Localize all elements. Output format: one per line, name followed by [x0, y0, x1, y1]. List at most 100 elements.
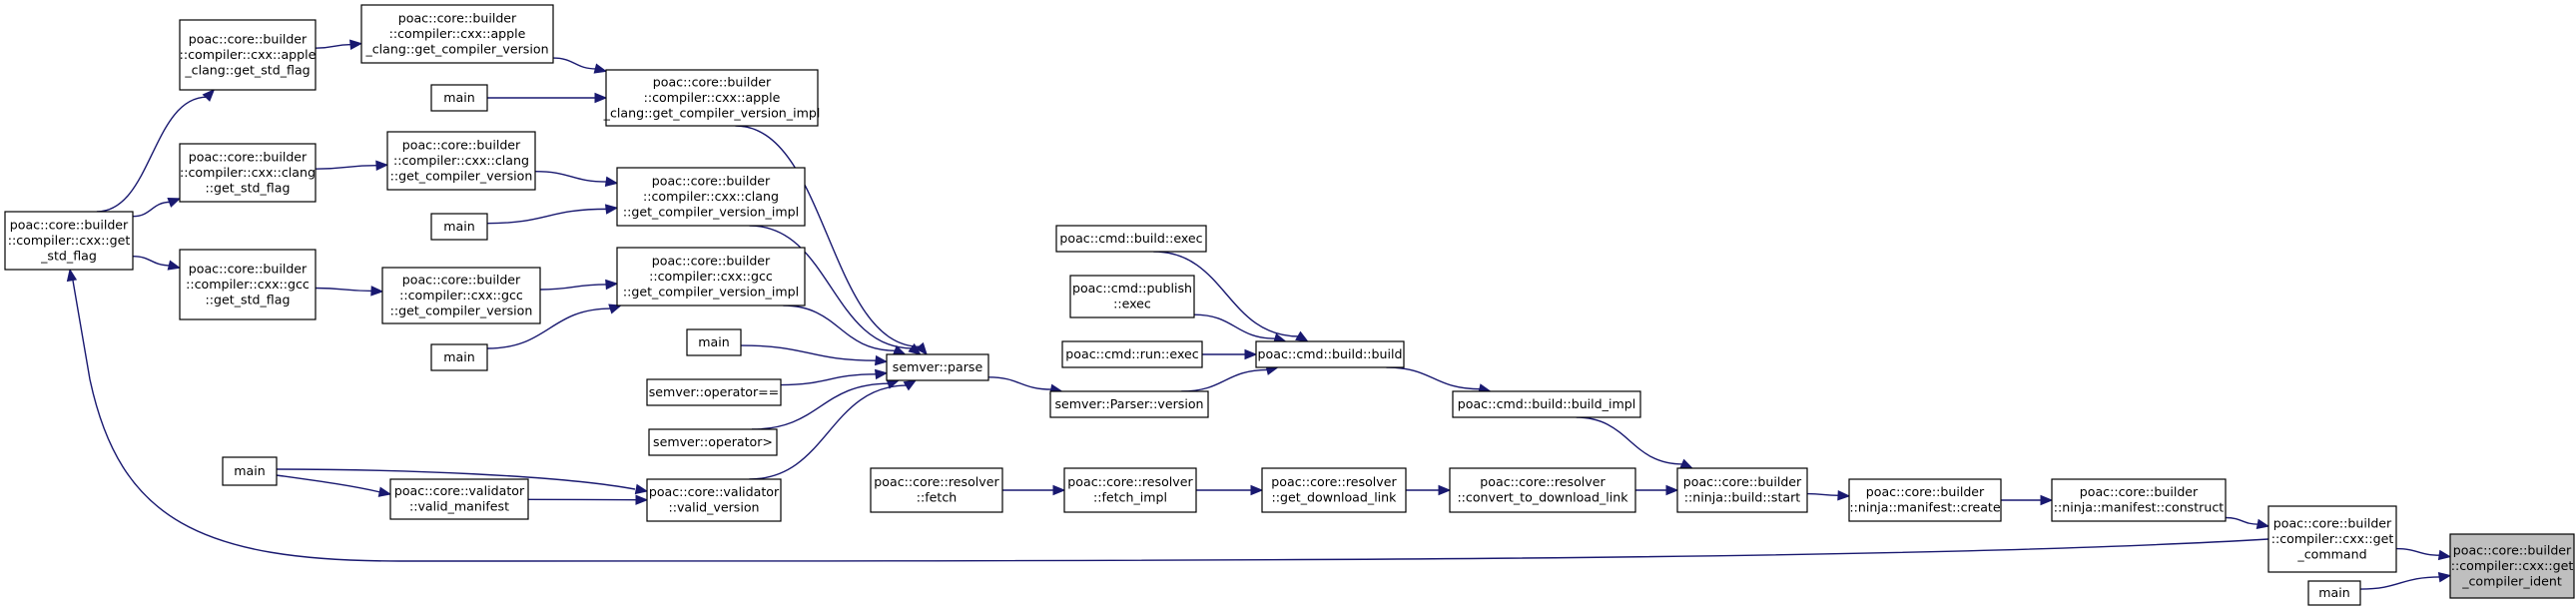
node-label-line: poac::core::builder: [2453, 542, 2572, 557]
node-label-line: ::ninja::manifest::create: [1849, 500, 2001, 515]
node-label-line: poac::core::validator: [649, 484, 780, 499]
node-label-line: poac::core::builder: [189, 149, 308, 164]
node-label-line: poac::core::builder: [402, 272, 521, 287]
node-label-line: ::exec: [1113, 297, 1151, 311]
edge-gcc_get_std_flag-to-gcc_get_compiler_version: [315, 286, 384, 297]
node-label-line: ::get_download_link: [1272, 490, 1398, 505]
edge-publish_exec-to-build_build: [1193, 313, 1287, 343]
node-main6[interactable]: main: [2307, 580, 2361, 606]
node-box: [2307, 580, 2361, 606]
node-label-line: poac::core::builder: [2080, 484, 2199, 499]
edge-gcc_get_compiler_version-to-gcc_impl: [539, 279, 619, 291]
node-label-line: poac::cmd::build::build: [1258, 346, 1403, 361]
node-label-line: ::compiler::cxx::clang: [393, 153, 529, 168]
node-label-line: ::compiler::cxx::apple: [180, 47, 317, 62]
node-get-download-link[interactable]: poac::core::resolver::get_download_link: [1261, 467, 1407, 513]
node-convert-to-download-link[interactable]: poac::core::resolver::convert_to_downloa…: [1449, 467, 1636, 513]
node-publish-exec[interactable]: poac::cmd::publish::exec: [1069, 275, 1195, 318]
node-label-line: ::compiler::cxx::get: [2451, 558, 2574, 573]
node-box: [605, 69, 819, 127]
node-box: [1061, 340, 1203, 368]
node-label-line: _compiler_ident: [2461, 573, 2562, 588]
node-label-line: poac::core::builder: [652, 253, 771, 268]
node-main3[interactable]: main: [430, 343, 488, 371]
node-manifest-create[interactable]: poac::core::builder::ninja::manifest::cr…: [1848, 478, 2002, 522]
edge-build_build-to-build_impl: [1386, 366, 1492, 394]
node-label-line: poac::cmd::run::exec: [1065, 346, 1198, 361]
node-box: [616, 247, 806, 307]
node-semver-eq[interactable]: semver::operator==: [646, 378, 782, 406]
node-box: [179, 143, 317, 203]
node-box: [1449, 467, 1636, 513]
edge-get_command-to-get_compiler_ident: [2395, 547, 2452, 561]
node-ninja-build-start[interactable]: poac::core::builder::ninja::build::start: [1676, 467, 1808, 513]
edge-clang_impl-to-semver_parse: [749, 225, 922, 355]
node-get-command[interactable]: poac::core::builder::compiler::cxx::get_…: [2267, 505, 2397, 573]
node-box: [1261, 467, 1407, 513]
node-box: [2267, 505, 2397, 573]
node-gcc-impl[interactable]: poac::core::builder::compiler::cxx::gcc:…: [616, 247, 806, 307]
node-semver-parse[interactable]: semver::parse: [886, 353, 989, 381]
node-gcc-get-std-flag[interactable]: poac::core::builder::compiler::cxx::gcc:…: [179, 249, 317, 320]
edge-manifest_create-to-manifest_construct: [2000, 494, 2054, 506]
node-label-line: poac::core::resolver: [1480, 474, 1606, 489]
node-main4[interactable]: main: [686, 328, 742, 356]
edge-apple_get_compiler_version-to-apple_impl: [552, 57, 608, 74]
node-manifest-construct[interactable]: poac::core::builder::ninja::manifest::co…: [2051, 478, 2227, 522]
edge-valid_manifest-to-valid_version: [527, 494, 649, 505]
node-box: [381, 267, 541, 324]
node-build-build[interactable]: poac::cmd::build::build: [1255, 340, 1405, 368]
node-label-line: poac::core::builder: [652, 173, 771, 188]
node-box: [886, 353, 989, 381]
edge-run_exec-to-build_build: [1202, 348, 1258, 360]
node-main1[interactable]: main: [430, 84, 488, 112]
node-valid-version[interactable]: poac::core::validator::valid_version: [646, 478, 782, 522]
node-main2[interactable]: main: [430, 213, 488, 241]
node-clang-get-std-flag[interactable]: poac::core::builder::compiler::cxx::clan…: [179, 143, 317, 203]
node-parser-version[interactable]: semver::Parser::version: [1049, 390, 1209, 418]
nodes-layer: poac::core::builder::compiler::cxx::get_…: [4, 4, 2575, 606]
node-build-exec[interactable]: poac::cmd::build::exec: [1055, 225, 1207, 253]
node-label-line: poac::core::builder: [402, 137, 521, 152]
node-resolver-fetch-impl[interactable]: poac::core::resolver::fetch_impl: [1063, 467, 1197, 513]
node-apple-get-compiler-version[interactable]: poac::core::builder::compiler::cxx::appl…: [360, 4, 554, 64]
node-box: [4, 211, 134, 271]
edge-clang_get_std_flag-to-clang_get_compiler_version: [315, 160, 389, 172]
node-apple-impl[interactable]: poac::core::builder::compiler::cxx::appl…: [603, 69, 821, 127]
node-build-impl[interactable]: poac::cmd::build::build_impl: [1452, 390, 1641, 418]
node-label-line: ::compiler::cxx::apple: [644, 90, 781, 105]
node-label-line: poac::core::builder: [10, 217, 129, 232]
node-get-compiler-ident: poac::core::builder::compiler::cxx::get_…: [2449, 533, 2575, 599]
node-label-line: ::compiler::cxx::get: [2271, 531, 2394, 546]
edge-resolver_fetch-to-resolver_fetch_impl: [1001, 484, 1066, 496]
node-apple-get-std-flag[interactable]: poac::core::builder::compiler::cxx::appl…: [179, 19, 317, 91]
node-label-line: poac::core::builder: [189, 261, 308, 276]
node-box: [179, 19, 317, 91]
edge-get_std_flag-to-gcc_get_std_flag: [132, 256, 182, 271]
node-label-line: semver::parse: [893, 359, 983, 374]
node-label-line: ::get_compiler_version_impl: [623, 204, 799, 219]
node-clang-impl[interactable]: poac::core::builder::compiler::cxx::clan…: [616, 167, 806, 227]
node-valid-manifest[interactable]: poac::core::validator::valid_manifest: [389, 478, 529, 520]
node-get-std-flag[interactable]: poac::core::builder::compiler::cxx::get_…: [4, 211, 134, 271]
node-main5[interactable]: main: [222, 456, 278, 486]
node-label-line: poac::core::builder: [1866, 484, 1985, 499]
node-label-line: poac::core::builder: [653, 74, 772, 89]
edge-convert_to_download_link-to-ninja_build_start: [1634, 484, 1679, 496]
node-label-line: poac::cmd::publish: [1072, 281, 1192, 296]
edge-main6-to-get_compiler_ident: [2359, 571, 2452, 590]
node-box: [1676, 467, 1808, 513]
node-label-line: ::convert_to_download_link: [1457, 490, 1628, 505]
node-semver-gt[interactable]: semver::operator>: [648, 428, 778, 456]
node-box: [616, 167, 806, 227]
node-box: [430, 343, 488, 371]
node-gcc-get-compiler-version[interactable]: poac::core::builder::compiler::cxx::gcc:…: [381, 267, 541, 324]
node-clang-get-compiler-version[interactable]: poac::core::builder::compiler::cxx::clan…: [386, 131, 536, 191]
node-label-line: poac::core::builder: [2273, 515, 2392, 530]
node-box: [648, 428, 778, 456]
edge-gcc_impl-to-semver_parse: [783, 305, 907, 355]
node-run-exec[interactable]: poac::cmd::run::exec: [1061, 340, 1203, 368]
node-resolver-fetch[interactable]: poac::core::resolver::fetch: [870, 467, 1003, 513]
node-label-line: main: [2318, 585, 2349, 600]
node-label-line: ::get_compiler_version: [390, 303, 533, 317]
